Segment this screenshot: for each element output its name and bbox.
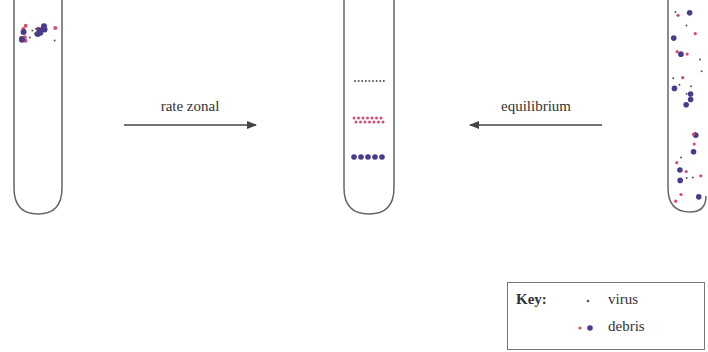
particle [693, 142, 696, 145]
particle [371, 117, 374, 120]
particle [692, 177, 694, 179]
particle [696, 194, 702, 200]
particle [351, 154, 357, 160]
particle [365, 80, 367, 82]
particle [377, 121, 380, 124]
particle [54, 40, 56, 42]
particle [359, 121, 362, 124]
particle [375, 117, 378, 120]
particle [368, 121, 371, 124]
particles [19, 10, 703, 203]
particle [380, 117, 383, 120]
particle [699, 59, 701, 61]
particle [362, 117, 365, 120]
particle [368, 80, 370, 82]
particle [372, 154, 378, 160]
particle [678, 84, 680, 86]
particle [683, 102, 689, 108]
test-tube [14, 0, 62, 214]
particle [686, 52, 689, 55]
particle [29, 37, 31, 39]
particle [680, 156, 682, 158]
particle [701, 70, 703, 72]
particle [376, 80, 378, 82]
particle [671, 35, 677, 41]
particle [358, 154, 364, 160]
particle [357, 117, 360, 120]
particle [694, 32, 697, 35]
particle [699, 174, 702, 177]
particle [379, 80, 381, 82]
particle [355, 121, 358, 124]
particle [686, 93, 688, 95]
particle [24, 24, 28, 28]
particle [688, 97, 694, 103]
legend-text: debris [608, 318, 645, 335]
particle [675, 50, 678, 53]
legend-sample [587, 325, 593, 331]
particle [676, 14, 679, 17]
particle [672, 77, 674, 79]
particle [686, 25, 688, 27]
particle [34, 33, 36, 35]
particle [354, 80, 356, 82]
particle [678, 51, 684, 57]
particle [687, 10, 693, 16]
particle [353, 117, 356, 120]
particle [688, 91, 694, 97]
legend-title: Key: [516, 291, 547, 308]
particle [690, 85, 692, 87]
particle [37, 27, 43, 33]
legend-sample [587, 300, 590, 303]
legend-text: virus [608, 291, 638, 308]
particle [364, 121, 367, 124]
test-tube [668, 0, 706, 212]
particle [675, 161, 678, 164]
particle [685, 170, 688, 173]
particle [53, 26, 57, 30]
particle [691, 149, 697, 155]
particle [21, 29, 27, 35]
arrow-label: rate zonal [161, 98, 220, 115]
arrow [124, 124, 256, 126]
test-tube [344, 0, 394, 214]
particle [686, 177, 688, 179]
particle [35, 32, 37, 34]
particle [31, 30, 33, 32]
particle [365, 154, 371, 160]
particle [674, 11, 676, 13]
particle [366, 117, 369, 120]
particle [674, 200, 677, 203]
particle [361, 80, 363, 82]
particle [681, 76, 684, 79]
particle [19, 37, 25, 43]
particle [672, 86, 678, 92]
arrow-label: equilibrium [501, 98, 571, 115]
particle [677, 178, 683, 184]
particle [372, 80, 374, 82]
particle [679, 193, 682, 196]
particle [373, 121, 376, 124]
particle [379, 154, 385, 160]
particle [35, 28, 37, 30]
particle [382, 121, 385, 124]
particle [358, 80, 360, 82]
legend-box: Key: virus debris [507, 282, 705, 350]
particle [677, 167, 683, 173]
particle [383, 80, 385, 82]
arrow [470, 124, 602, 126]
legend-sample [578, 326, 581, 329]
particle [694, 132, 696, 134]
